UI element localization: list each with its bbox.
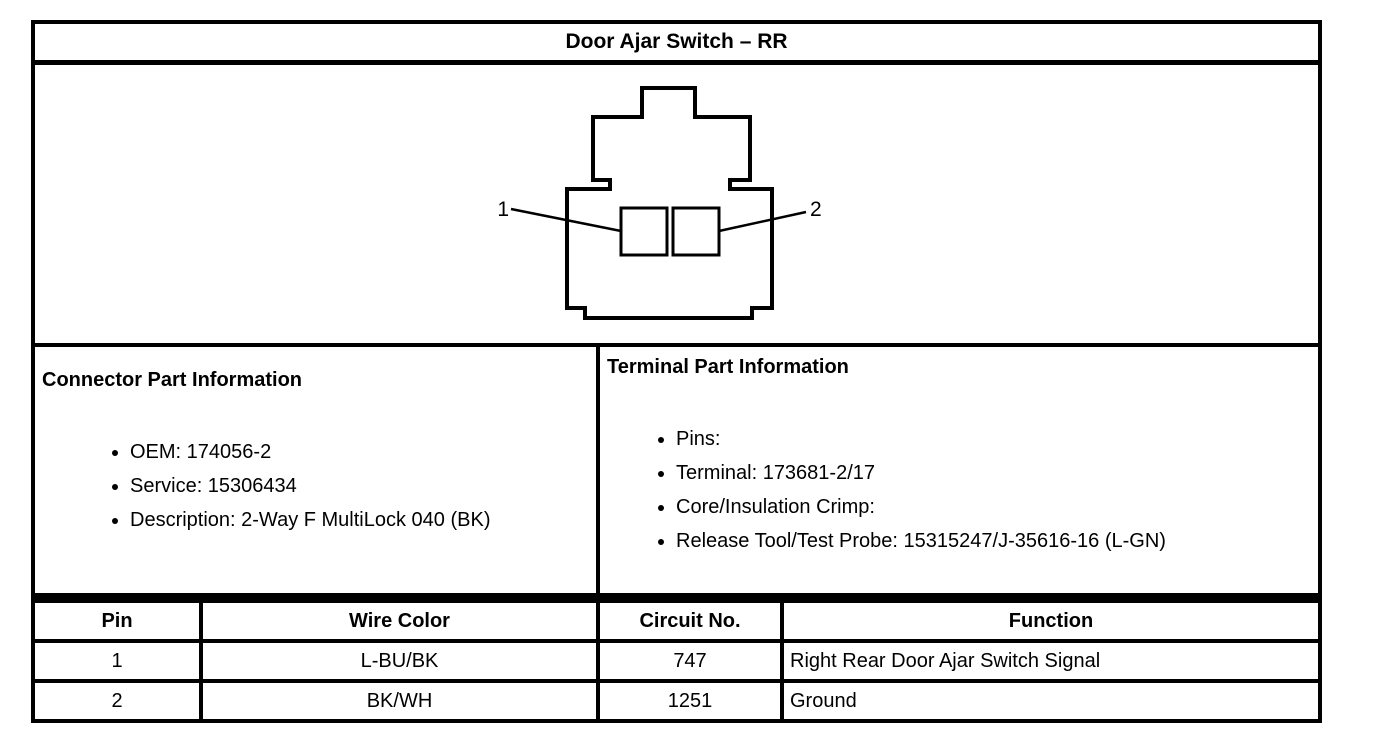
cell-function: Right Rear Door Ajar Switch Signal bbox=[790, 649, 1101, 672]
cell-circuit-no: 747 bbox=[600, 643, 784, 679]
cell-wire-color: BK/WH bbox=[203, 683, 600, 719]
table-row: 2 BK/WH 1251 Ground bbox=[35, 683, 1318, 719]
list-item: Pins: bbox=[676, 428, 1318, 450]
pin1-label: 1 bbox=[497, 198, 509, 221]
connector-part-info-list: OEM: 174056-2 Service: 15306434 Descript… bbox=[35, 441, 596, 531]
connector-outline bbox=[565, 86, 774, 320]
list-item: Release Tool/Test Probe: 15315247/J-3561… bbox=[676, 530, 1318, 552]
pin2-leader-line bbox=[718, 210, 807, 233]
cell-function: Ground bbox=[790, 689, 857, 712]
pin-table-header-row: Pin Wire Color Circuit No. Function bbox=[35, 603, 1318, 643]
connector-part-info-heading: Connector Part Information bbox=[42, 369, 303, 391]
cell-circuit-no: 1251 bbox=[600, 683, 784, 719]
cell-pin: 2 bbox=[35, 683, 203, 719]
terminal-part-info-heading: Terminal Part Information bbox=[607, 356, 849, 378]
list-item: Description: 2-Way F MultiLock 040 (BK) bbox=[130, 509, 596, 531]
cell-wire-color: L-BU/BK bbox=[203, 643, 600, 679]
connector-part-info-cell: Connector Part Information OEM: 174056-2… bbox=[35, 347, 600, 593]
pin1-cavity bbox=[619, 206, 669, 257]
header-circuit-no: Circuit No. bbox=[600, 603, 784, 639]
cell-pin: 1 bbox=[35, 643, 203, 679]
list-item: Terminal: 173681-2/17 bbox=[676, 462, 1318, 484]
header-function: Function bbox=[1008, 609, 1094, 632]
list-item: OEM: 174056-2 bbox=[130, 441, 596, 463]
pin1-leader-line bbox=[510, 207, 622, 233]
list-item: Service: 15306434 bbox=[130, 475, 596, 497]
header-wire-color: Wire Color bbox=[203, 603, 600, 639]
list-item: Core/Insulation Crimp: bbox=[676, 496, 1318, 518]
page-title: Door Ajar Switch – RR bbox=[565, 30, 788, 53]
terminal-part-info-list: Pins: Terminal: 173681-2/17 Core/Insulat… bbox=[600, 428, 1318, 552]
connector-info-sheet: Door Ajar Switch – RR 1 2 Connector Part… bbox=[31, 20, 1322, 723]
part-information-row: Connector Part Information OEM: 174056-2… bbox=[35, 347, 1318, 598]
connector-diagram: 1 2 bbox=[497, 86, 822, 320]
header-pin: Pin bbox=[35, 603, 203, 639]
pin2-cavity bbox=[671, 206, 721, 257]
title-bar: Door Ajar Switch – RR bbox=[35, 24, 1318, 65]
table-row: 1 L-BU/BK 747 Right Rear Door Ajar Switc… bbox=[35, 643, 1318, 683]
pin-table: Pin Wire Color Circuit No. Function 1 L-… bbox=[35, 598, 1318, 719]
connector-diagram-area: 1 2 bbox=[35, 65, 1318, 347]
terminal-part-info-cell: Terminal Part Information Pins: Terminal… bbox=[600, 347, 1318, 593]
pin2-label: 2 bbox=[810, 198, 822, 221]
